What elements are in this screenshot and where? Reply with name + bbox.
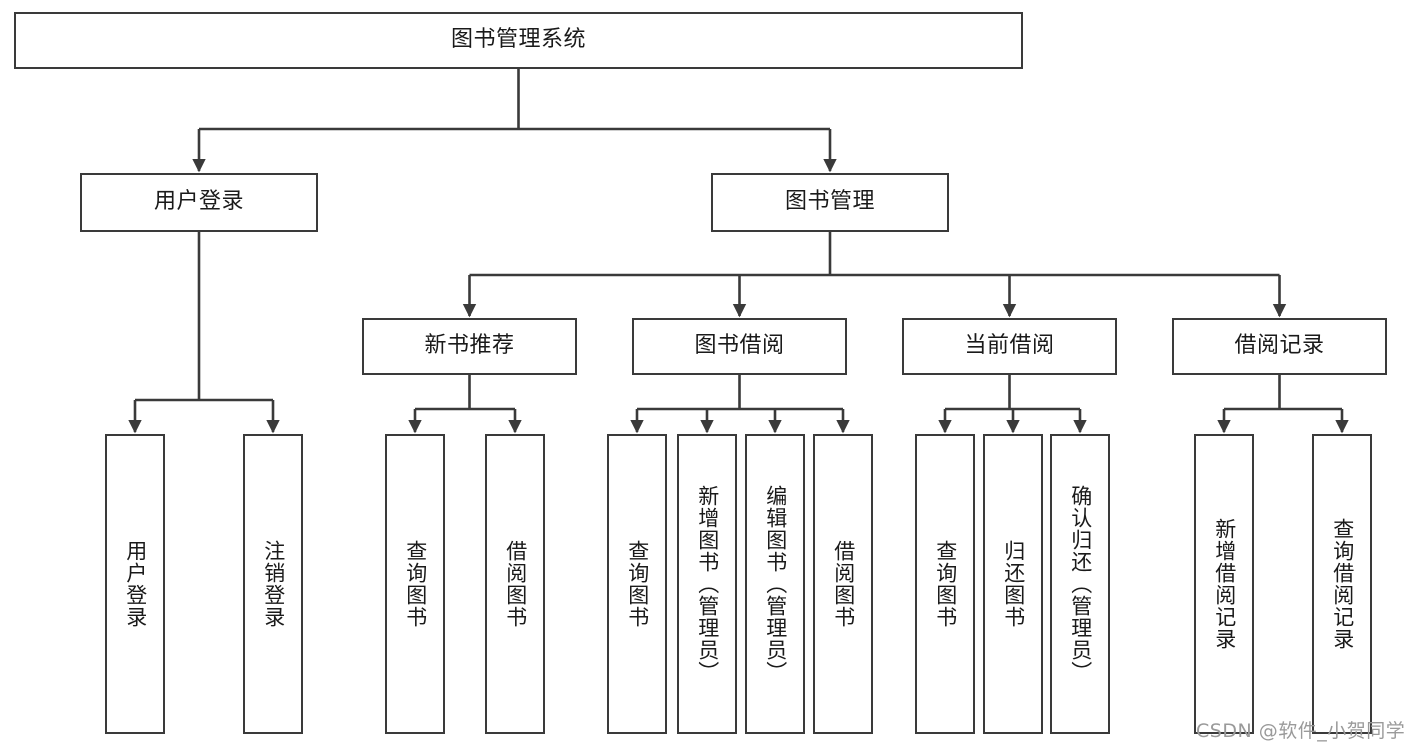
node-label-leaf-return-book: 归还图书 (1001, 540, 1026, 628)
node-label-root: 图书管理系统 (450, 27, 586, 53)
connector-bus-new-book-recommend (415, 375, 515, 411)
node-current-borrow[interactable]: 当前借阅 (902, 318, 1117, 375)
node-label-book-borrow: 图书借阅 (694, 333, 785, 359)
node-label-leaf-query-book-1: 查询图书 (403, 540, 428, 628)
node-book-borrow[interactable]: 图书借阅 (632, 318, 847, 375)
node-root[interactable]: 图书管理系统 (14, 12, 1023, 69)
node-leaf-query-record[interactable]: 查询借阅记录 (1312, 434, 1372, 734)
connector-bus-book-borrow (637, 375, 843, 411)
node-borrow-record[interactable]: 借阅记录 (1172, 318, 1387, 375)
node-label-leaf-add-book: 新增图书（管理员） (695, 485, 720, 683)
node-label-new-book-recommend: 新书推荐 (424, 333, 515, 359)
node-new-book-recommend[interactable]: 新书推荐 (362, 318, 577, 375)
node-label-leaf-query-record: 查询借阅记录 (1330, 518, 1355, 650)
node-label-leaf-query-book-2: 查询图书 (625, 540, 650, 628)
node-label-borrow-record: 借阅记录 (1234, 333, 1325, 359)
node-label-user-login: 用户登录 (153, 189, 244, 215)
node-label-book-manage: 图书管理 (784, 189, 875, 215)
node-user-login[interactable]: 用户登录 (80, 173, 318, 232)
node-book-manage[interactable]: 图书管理 (711, 173, 949, 232)
node-leaf-confirm-return[interactable]: 确认归还（管理员） (1050, 434, 1110, 734)
node-leaf-return-book[interactable]: 归还图书 (983, 434, 1043, 734)
node-label-leaf-edit-book: 编辑图书（管理员） (763, 485, 788, 683)
node-label-current-borrow: 当前借阅 (964, 333, 1055, 359)
node-leaf-edit-book[interactable]: 编辑图书（管理员） (745, 434, 805, 734)
node-label-leaf-borrow-book-1: 借阅图书 (503, 540, 528, 628)
node-label-leaf-query-book-3: 查询图书 (933, 540, 958, 628)
node-label-leaf-borrow-book-2: 借阅图书 (831, 540, 856, 628)
node-label-leaf-add-record: 新增借阅记录 (1212, 518, 1237, 650)
csdn-watermark: CSDN @软件_小贺同学 (1196, 720, 1405, 742)
node-leaf-logout[interactable]: 注销登录 (243, 434, 303, 734)
connector-bus-borrow-record (1224, 375, 1342, 411)
connector-bus-root (199, 69, 830, 131)
connector-bus-user-login (135, 232, 273, 402)
connector-bus-book-manage (469, 232, 1280, 277)
node-label-leaf-confirm-return: 确认归还（管理员） (1068, 485, 1093, 683)
node-leaf-user-login[interactable]: 用户登录 (105, 434, 165, 734)
node-label-leaf-user-login: 用户登录 (123, 540, 148, 628)
node-leaf-query-book-3[interactable]: 查询图书 (915, 434, 975, 734)
node-leaf-add-book[interactable]: 新增图书（管理员） (677, 434, 737, 734)
node-leaf-borrow-book-2[interactable]: 借阅图书 (813, 434, 873, 734)
node-label-leaf-logout: 注销登录 (261, 540, 286, 628)
connector-bus-current-borrow (945, 375, 1080, 411)
node-leaf-query-book-1[interactable]: 查询图书 (385, 434, 445, 734)
node-leaf-borrow-book-1[interactable]: 借阅图书 (485, 434, 545, 734)
node-leaf-add-record[interactable]: 新增借阅记录 (1194, 434, 1254, 734)
node-leaf-query-book-2[interactable]: 查询图书 (607, 434, 667, 734)
